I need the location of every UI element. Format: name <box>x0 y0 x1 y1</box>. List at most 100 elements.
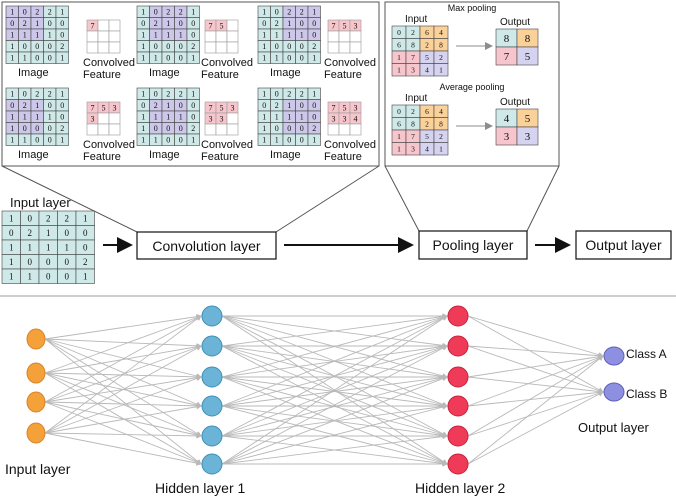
conv-image-value: 0 <box>275 42 279 51</box>
network-edge <box>467 315 604 393</box>
conv-image-value: 2 <box>48 8 52 17</box>
conv-image-value: 0 <box>48 101 52 110</box>
convolved-feature-cell <box>204 41 217 54</box>
network-edge <box>44 432 202 439</box>
convolved-feature-cell <box>338 30 351 43</box>
conv-image-value: 1 <box>275 136 279 145</box>
network-edge <box>44 338 202 349</box>
network-edge <box>44 338 202 437</box>
conv-image-value: 1 <box>23 54 27 63</box>
network-edge <box>221 345 448 465</box>
max-input-value: 8 <box>439 40 443 49</box>
conv-image-value: 0 <box>191 101 195 110</box>
convolved-feature-cell <box>226 19 239 32</box>
conv-image-value: 1 <box>287 31 291 40</box>
max-output-value: 7 <box>504 51 510 63</box>
convolved-feature-cell <box>226 41 239 54</box>
network-edge <box>467 355 604 437</box>
conv-image-value: 0 <box>312 101 316 110</box>
convolved-feature-cell <box>327 123 340 136</box>
conv-image-value: 2 <box>300 90 304 99</box>
avg-output-value: 5 <box>525 113 531 125</box>
pool-funnel-right <box>526 165 560 232</box>
network-edge <box>44 338 202 379</box>
input-matrix-value: 0 <box>83 242 88 252</box>
feature-label: Feature <box>201 69 239 81</box>
conv-image-value: 1 <box>179 113 183 122</box>
avg-output-value: 4 <box>504 113 510 125</box>
conv-image-cell <box>307 51 321 64</box>
avg-input-value: 2 <box>439 132 443 141</box>
conv-image-value: 1 <box>48 113 52 122</box>
nn-output-layer-label: Output layer <box>578 420 649 435</box>
network-edge <box>221 345 448 437</box>
conv-image-label: Image <box>18 67 49 79</box>
conv-image-value: 2 <box>48 90 52 99</box>
conv-image-value: 1 <box>262 42 266 51</box>
convolved-feature-cell <box>97 123 110 136</box>
conv-image-value: 0 <box>166 42 170 51</box>
convolved-feature-cell <box>327 30 340 43</box>
max-input-cell <box>433 63 449 77</box>
conv-image-cell <box>186 133 200 146</box>
convolved-feature-cell <box>338 123 351 136</box>
convolved-feature-value: 7 <box>209 103 213 112</box>
network-edge <box>44 375 202 434</box>
network-edge <box>44 372 202 465</box>
conv-image-value: 0 <box>191 113 195 122</box>
class-b-label: Class B <box>626 387 667 401</box>
input-matrix-value: 1 <box>83 271 88 281</box>
convolved-feature-cell <box>226 123 239 136</box>
conv-image-value: 2 <box>300 8 304 17</box>
hidden1-node <box>201 366 223 388</box>
network-edge <box>221 313 448 347</box>
conv-image-value: 1 <box>10 136 14 145</box>
conv-image-value: 2 <box>275 101 279 110</box>
input-matrix-value: 0 <box>28 257 33 267</box>
pooling-layer-label: Pooling layer <box>433 237 514 253</box>
network-edge <box>221 315 448 407</box>
convolved-feature-cell <box>215 41 228 54</box>
network-edge <box>221 314 448 378</box>
hidden2-node <box>447 453 469 475</box>
conv-image-value: 1 <box>154 136 158 145</box>
conv-image-value: 1 <box>287 113 291 122</box>
conv-image-value: 2 <box>23 101 27 110</box>
convolved-feature-value: 7 <box>332 21 336 30</box>
convolved-feature-value: 7 <box>332 103 336 112</box>
conv-image-value: 1 <box>275 113 279 122</box>
max-input-value: 6 <box>425 28 429 37</box>
conv-image-value: 0 <box>166 136 170 145</box>
conv-image-value: 1 <box>23 31 27 40</box>
conv-image-value: 1 <box>35 113 39 122</box>
avg-input-value: 6 <box>397 119 401 128</box>
conv-image-value: 2 <box>154 19 158 28</box>
convolved-feature-cell <box>108 19 121 32</box>
avg-output-value: 3 <box>525 131 531 143</box>
avg-input-value: 1 <box>439 144 443 153</box>
average-pooling-title: Average pooling <box>440 82 505 92</box>
network-edge <box>44 315 202 434</box>
conv-image-value: 0 <box>10 19 14 28</box>
max-output-label: Output <box>500 17 530 28</box>
feature-label: Feature <box>201 151 239 163</box>
input-matrix-value: 2 <box>83 257 88 267</box>
hidden1-node <box>201 335 223 357</box>
conv-image-value: 1 <box>10 8 14 17</box>
conv-image-value: 1 <box>191 90 195 99</box>
conv-image-value: 1 <box>141 113 145 122</box>
conv-image-value: 1 <box>10 54 14 63</box>
input-node <box>26 422 46 444</box>
convolved-feature-value: 3 <box>231 103 235 112</box>
conv-image-value: 0 <box>262 19 266 28</box>
input-node <box>26 328 46 350</box>
convolved-feature-value: 5 <box>220 103 224 112</box>
conv-image-value: 1 <box>60 8 64 17</box>
convolved-feature-cell <box>204 123 217 136</box>
conv-image-value: 0 <box>179 101 183 110</box>
output-layer-box <box>575 230 672 260</box>
convolved-feature-value: 5 <box>220 21 224 30</box>
